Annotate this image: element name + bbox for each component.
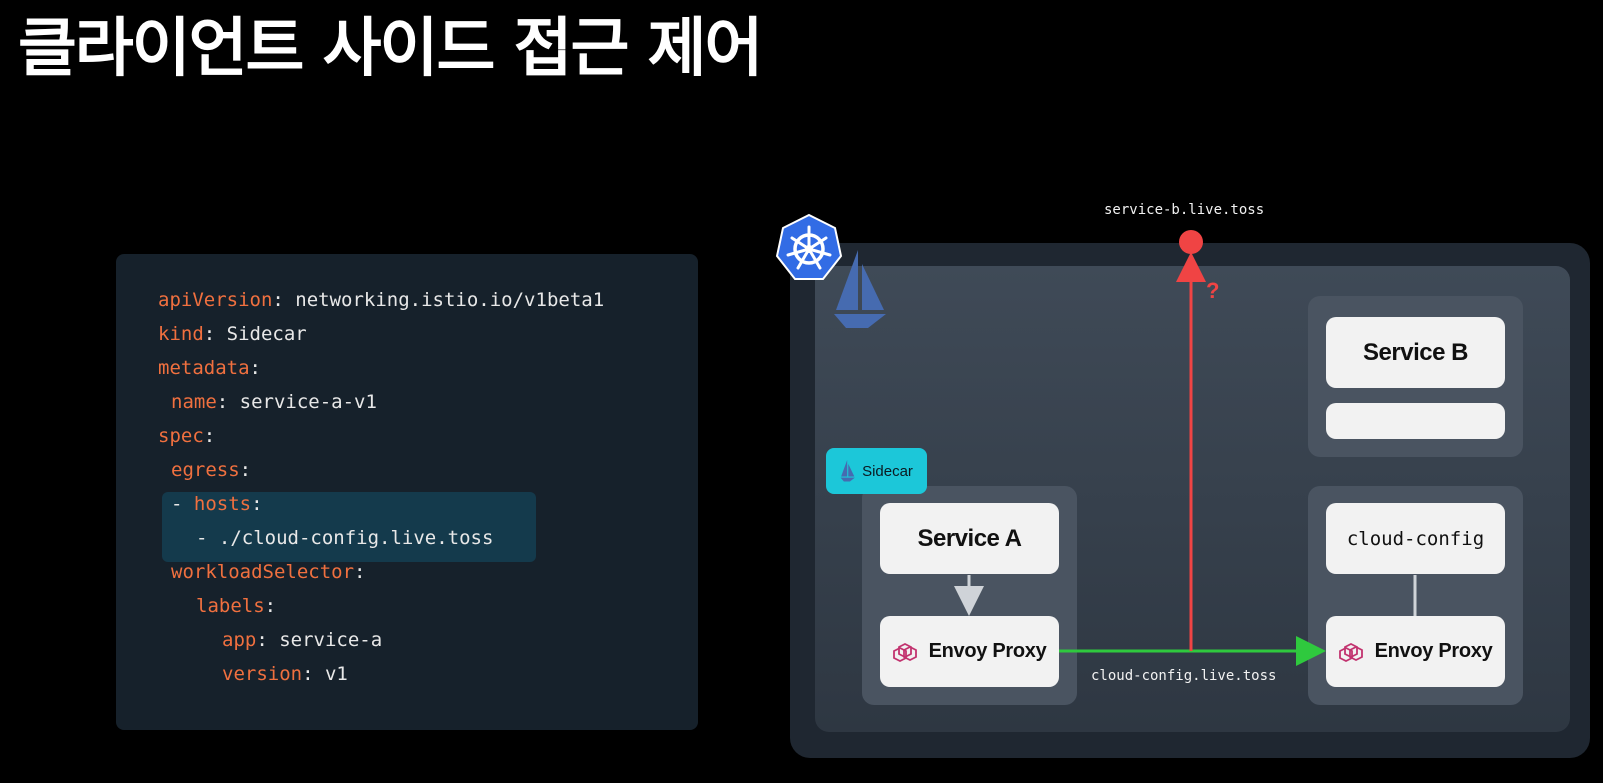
- cloud-config-label: cloud-config: [1346, 527, 1485, 550]
- service-b-sidecar-slot: [1326, 403, 1505, 439]
- code-line: egress:: [171, 459, 252, 481]
- code-highlight: [162, 492, 536, 562]
- kubernetes-icon: [774, 213, 844, 287]
- question-mark: ?: [1206, 278, 1220, 303]
- code-line: version: v1: [222, 663, 348, 685]
- istio-sail-icon: [840, 460, 855, 482]
- code-line: app: service-a: [222, 629, 383, 651]
- service-b-card: Service B: [1326, 317, 1505, 388]
- slide-title: 클라이언트 사이드 접근 제어: [18, 12, 763, 86]
- code-line: apiVersion: networking.istio.io/v1beta1: [158, 289, 605, 311]
- envoy-proxy-b-card: Envoy Proxy: [1326, 616, 1505, 687]
- allowed-host-label: cloud-config.live.toss: [1091, 668, 1277, 684]
- envoy-proxy-b-label: Envoy Proxy: [1374, 640, 1493, 662]
- istio-sail-icon: [832, 250, 890, 334]
- cloud-config-card: cloud-config: [1326, 503, 1505, 574]
- code-line: labels:: [196, 595, 277, 617]
- service-a-label: Service A: [917, 524, 1022, 552]
- external-host-label: service-b.live.toss: [1104, 202, 1265, 218]
- code-line: kind: Sidecar: [158, 323, 307, 345]
- sidecar-badge: Sidecar: [826, 448, 927, 494]
- envoy-icon: [892, 642, 917, 662]
- envoy-icon: [1338, 642, 1363, 662]
- sidecar-badge-label: Sidecar: [862, 462, 913, 480]
- code-line: spec:: [158, 425, 216, 447]
- code-panel: apiVersion: networking.istio.io/v1beta1 …: [116, 254, 698, 730]
- service-a-card: Service A: [880, 503, 1059, 574]
- envoy-proxy-a-card: Envoy Proxy: [880, 616, 1059, 687]
- code-line: - hosts:: [171, 493, 263, 515]
- code-line: - ./cloud-config.live.toss: [196, 527, 494, 549]
- code-line: name: service-a-v1: [171, 391, 377, 413]
- service-b-label: Service B: [1363, 338, 1468, 366]
- code-line: metadata:: [158, 357, 261, 379]
- code-line: workloadSelector:: [171, 561, 366, 583]
- envoy-proxy-a-label: Envoy Proxy: [928, 640, 1047, 662]
